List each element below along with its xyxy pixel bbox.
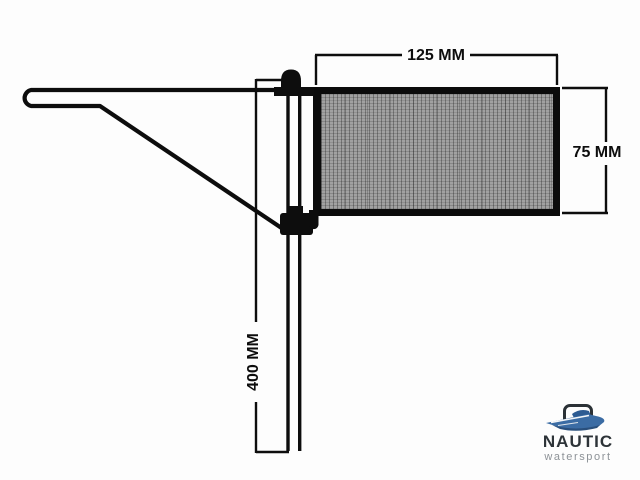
dimension-label-mast-length: 400 MM <box>245 322 263 402</box>
speedboat-icon <box>546 410 605 431</box>
dimension-label-flag-width: 125 MM <box>402 47 470 65</box>
dimension-label-flag-height: 75 MM <box>566 144 628 162</box>
flag-panel <box>313 87 560 216</box>
wind-vane-arm <box>22 87 288 231</box>
dimension-flag-width <box>314 53 559 85</box>
brand-tagline: watersport <box>544 451 612 463</box>
dimension-mast-length <box>254 78 289 454</box>
dimension-flag-height <box>562 86 608 215</box>
mast-top-clamp <box>274 87 314 96</box>
brand-name: NAUTIC <box>542 432 614 451</box>
mast-bottom-clamp <box>280 206 319 235</box>
brand-logo: NAUTIC watersport <box>536 400 620 463</box>
boat-art <box>536 400 620 432</box>
